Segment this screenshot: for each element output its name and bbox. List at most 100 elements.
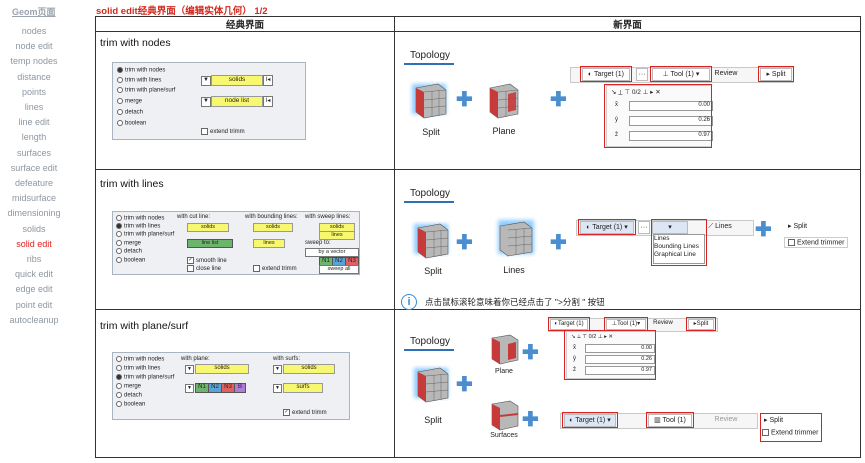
sidebar-item-node-edit[interactable]: node edit — [15, 41, 53, 52]
sweep-vector-dropdown[interactable]: by a vector — [305, 248, 359, 257]
tool-button[interactable]: ⊥ Tool (1) ▾ — [652, 68, 710, 81]
n3-selector[interactable]: N3 — [221, 383, 235, 393]
y-value-field[interactable]: 0.26 — [585, 355, 655, 364]
target-button[interactable]: ◐ Target (1) ▾ — [564, 414, 616, 427]
n1-selector[interactable]: N1 — [195, 383, 209, 393]
lines-selector[interactable]: lines — [253, 239, 285, 248]
target-button[interactable]: ◐ Target (1) — [582, 68, 630, 81]
sidebar-item-points[interactable]: points — [21, 86, 47, 97]
sidebar-item-temp-nodes[interactable]: temp nodes — [10, 56, 58, 67]
solids-selector[interactable]: solids — [187, 223, 229, 232]
radio-trim-lines[interactable]: trim with lines — [116, 223, 160, 230]
solids-selector[interactable]: solids — [253, 223, 293, 232]
more-button[interactable]: ··· — [638, 221, 650, 234]
solids-dropdown-arrow[interactable]: ▼ — [185, 365, 194, 374]
more-button[interactable]: ··· — [636, 68, 648, 81]
close-line-checkbox[interactable]: close line — [187, 265, 221, 272]
solids-dropdown-arrow[interactable]: ▼ — [201, 76, 211, 86]
tool-button[interactable]: ⊥Tool (1)▾ — [606, 319, 646, 330]
plane-dropdown-arrow[interactable]: ▼ — [185, 384, 194, 393]
split-action-button[interactable]: ▸ Split — [764, 417, 784, 424]
node-list-dropdown-arrow[interactable]: ▼ — [201, 97, 211, 107]
sidebar-item-autocleanup[interactable]: autocleanup — [9, 314, 59, 325]
sweep-all-dropdown[interactable]: sweep all — [319, 265, 359, 274]
sidebar-item-dimensioning[interactable]: dimensioning — [7, 208, 61, 219]
tool-dropdown[interactable]: ▾ — [652, 221, 688, 234]
radio-trim-plane[interactable]: trim with plane/surf — [116, 231, 174, 238]
plane-tool-icons[interactable]: ↘ ⟂ ⊤ 0/2 ⊥ ▸ ✕ — [571, 334, 614, 340]
z-value-field[interactable]: 0.97 — [585, 366, 655, 375]
solids-selector[interactable]: solids — [195, 364, 249, 374]
sidebar-item-edge-edit[interactable]: edge edit — [15, 284, 53, 295]
extend-trimm-checkbox[interactable]: extend trimm — [201, 128, 245, 135]
extend-trimm-checkbox[interactable]: extend trimm — [253, 265, 297, 272]
dropdown-option-lines[interactable]: Lines — [654, 235, 670, 242]
extend-trimmer-checkbox[interactable]: Extend trimmer — [784, 237, 849, 249]
review-button[interactable]: Review — [653, 320, 673, 326]
radio-detach[interactable]: detach — [116, 248, 142, 255]
tool-button[interactable]: ▥ Tool (1) — [648, 414, 692, 427]
sidebar-item-solid-edit[interactable]: solid edit — [16, 238, 52, 249]
dropdown-option-graphical-line[interactable]: Graphical Line — [654, 251, 696, 258]
lines-selector[interactable]: lines — [319, 231, 355, 240]
review-button[interactable]: Review — [714, 70, 738, 77]
radio-trim-lines[interactable]: trim with lines — [117, 77, 161, 84]
plane-tool-icons[interactable]: ↘ ⟂ ⊤ 0/2 ⊥ ▸ ✕ — [611, 89, 661, 96]
sidebar-item-length[interactable]: length — [21, 132, 47, 143]
radio-trim-nodes[interactable]: trim with nodes — [117, 67, 165, 74]
x-value-field[interactable]: 0.00 — [629, 101, 713, 111]
sidebar-item-midsurface[interactable]: midsurface — [11, 193, 56, 204]
sidebar-item-point-edit[interactable]: point edit — [15, 299, 53, 310]
radio-trim-plane[interactable]: trim with plane/surf — [117, 87, 175, 94]
sidebar-item-surface-edit[interactable]: surface edit — [10, 162, 58, 173]
reset-icon[interactable]: I◂ — [263, 96, 273, 107]
radio-detach[interactable]: detach — [116, 392, 142, 399]
radio-merge[interactable]: merge — [116, 240, 141, 247]
split-action-button[interactable]: ▸ Split — [788, 223, 808, 230]
radio-trim-nodes[interactable]: trim with nodes — [116, 356, 164, 363]
radio-trim-lines[interactable]: trim with lines — [116, 365, 160, 372]
smooth-line-checkbox[interactable]: ✓smooth line — [187, 257, 227, 265]
surfs-selector[interactable]: surfs — [283, 383, 323, 393]
sidebar-item-lines[interactable]: lines — [24, 102, 44, 112]
sidebar-item-ribs[interactable]: ribs — [26, 254, 42, 264]
solids-dropdown-arrow[interactable]: ▼ — [273, 365, 282, 374]
line-list-selector[interactable]: line list — [187, 239, 233, 248]
radio-detach[interactable]: detach — [117, 109, 143, 116]
split-action-button[interactable]: ▸Split — [688, 319, 714, 330]
base-selector[interactable]: B — [234, 383, 246, 393]
radio-merge[interactable]: merge — [117, 98, 142, 105]
target-button[interactable]: ◐Target (1) — [550, 319, 588, 330]
sidebar-header[interactable]: Geom页面 — [12, 7, 56, 17]
sidebar-item-solids[interactable]: solids — [22, 223, 46, 234]
radio-trim-nodes[interactable]: trim with nodes — [116, 215, 164, 222]
surfs-dropdown-arrow[interactable]: ▼ — [273, 384, 282, 393]
extend-trimm-checkbox[interactable]: ✓extend trimm — [283, 409, 327, 417]
z-value-field[interactable]: 0.97 — [629, 131, 713, 141]
solids-selector[interactable]: solids — [283, 364, 335, 374]
sidebar-item-line-edit[interactable]: line edit — [18, 117, 50, 128]
radio-boolean[interactable]: boolean — [116, 401, 145, 408]
x-value-field[interactable]: 0.00 — [585, 344, 655, 353]
n2-selector[interactable]: N2 — [208, 383, 222, 393]
sidebar-item-distance[interactable]: distance — [17, 71, 51, 82]
lines-tool-button[interactable]: ⟋ Lines — [708, 223, 732, 230]
solids-selector[interactable]: solids — [211, 75, 263, 86]
sidebar-item-nodes[interactable]: nodes — [21, 26, 47, 36]
split-action-button[interactable]: ▸ Split — [760, 68, 792, 81]
sidebar-item-quick-edit[interactable]: quick edit — [14, 269, 54, 280]
dropdown-option-bounding-lines[interactable]: Bounding Lines — [654, 243, 699, 250]
target-button[interactable]: ◐ Target (1) ▾ — [580, 221, 634, 234]
sweep-to-label: sweep to: — [305, 240, 331, 246]
extend-trimmer-checkbox[interactable]: Extend trimmer — [762, 429, 819, 437]
sidebar-item-surfaces[interactable]: surfaces — [16, 147, 51, 158]
radio-boolean[interactable]: boolean — [117, 120, 146, 127]
y-value-field[interactable]: 0.26 — [629, 116, 713, 126]
sidebar-item-defeature[interactable]: defeature — [14, 178, 54, 188]
radio-trim-plane[interactable]: trim with plane/surf — [116, 374, 174, 381]
reset-icon[interactable]: I◂ — [263, 75, 273, 86]
radio-boolean[interactable]: boolean — [116, 257, 145, 264]
node-list-selector[interactable]: node list — [211, 96, 263, 107]
review-button[interactable]: Review — [714, 416, 738, 423]
radio-merge[interactable]: merge — [116, 383, 141, 390]
